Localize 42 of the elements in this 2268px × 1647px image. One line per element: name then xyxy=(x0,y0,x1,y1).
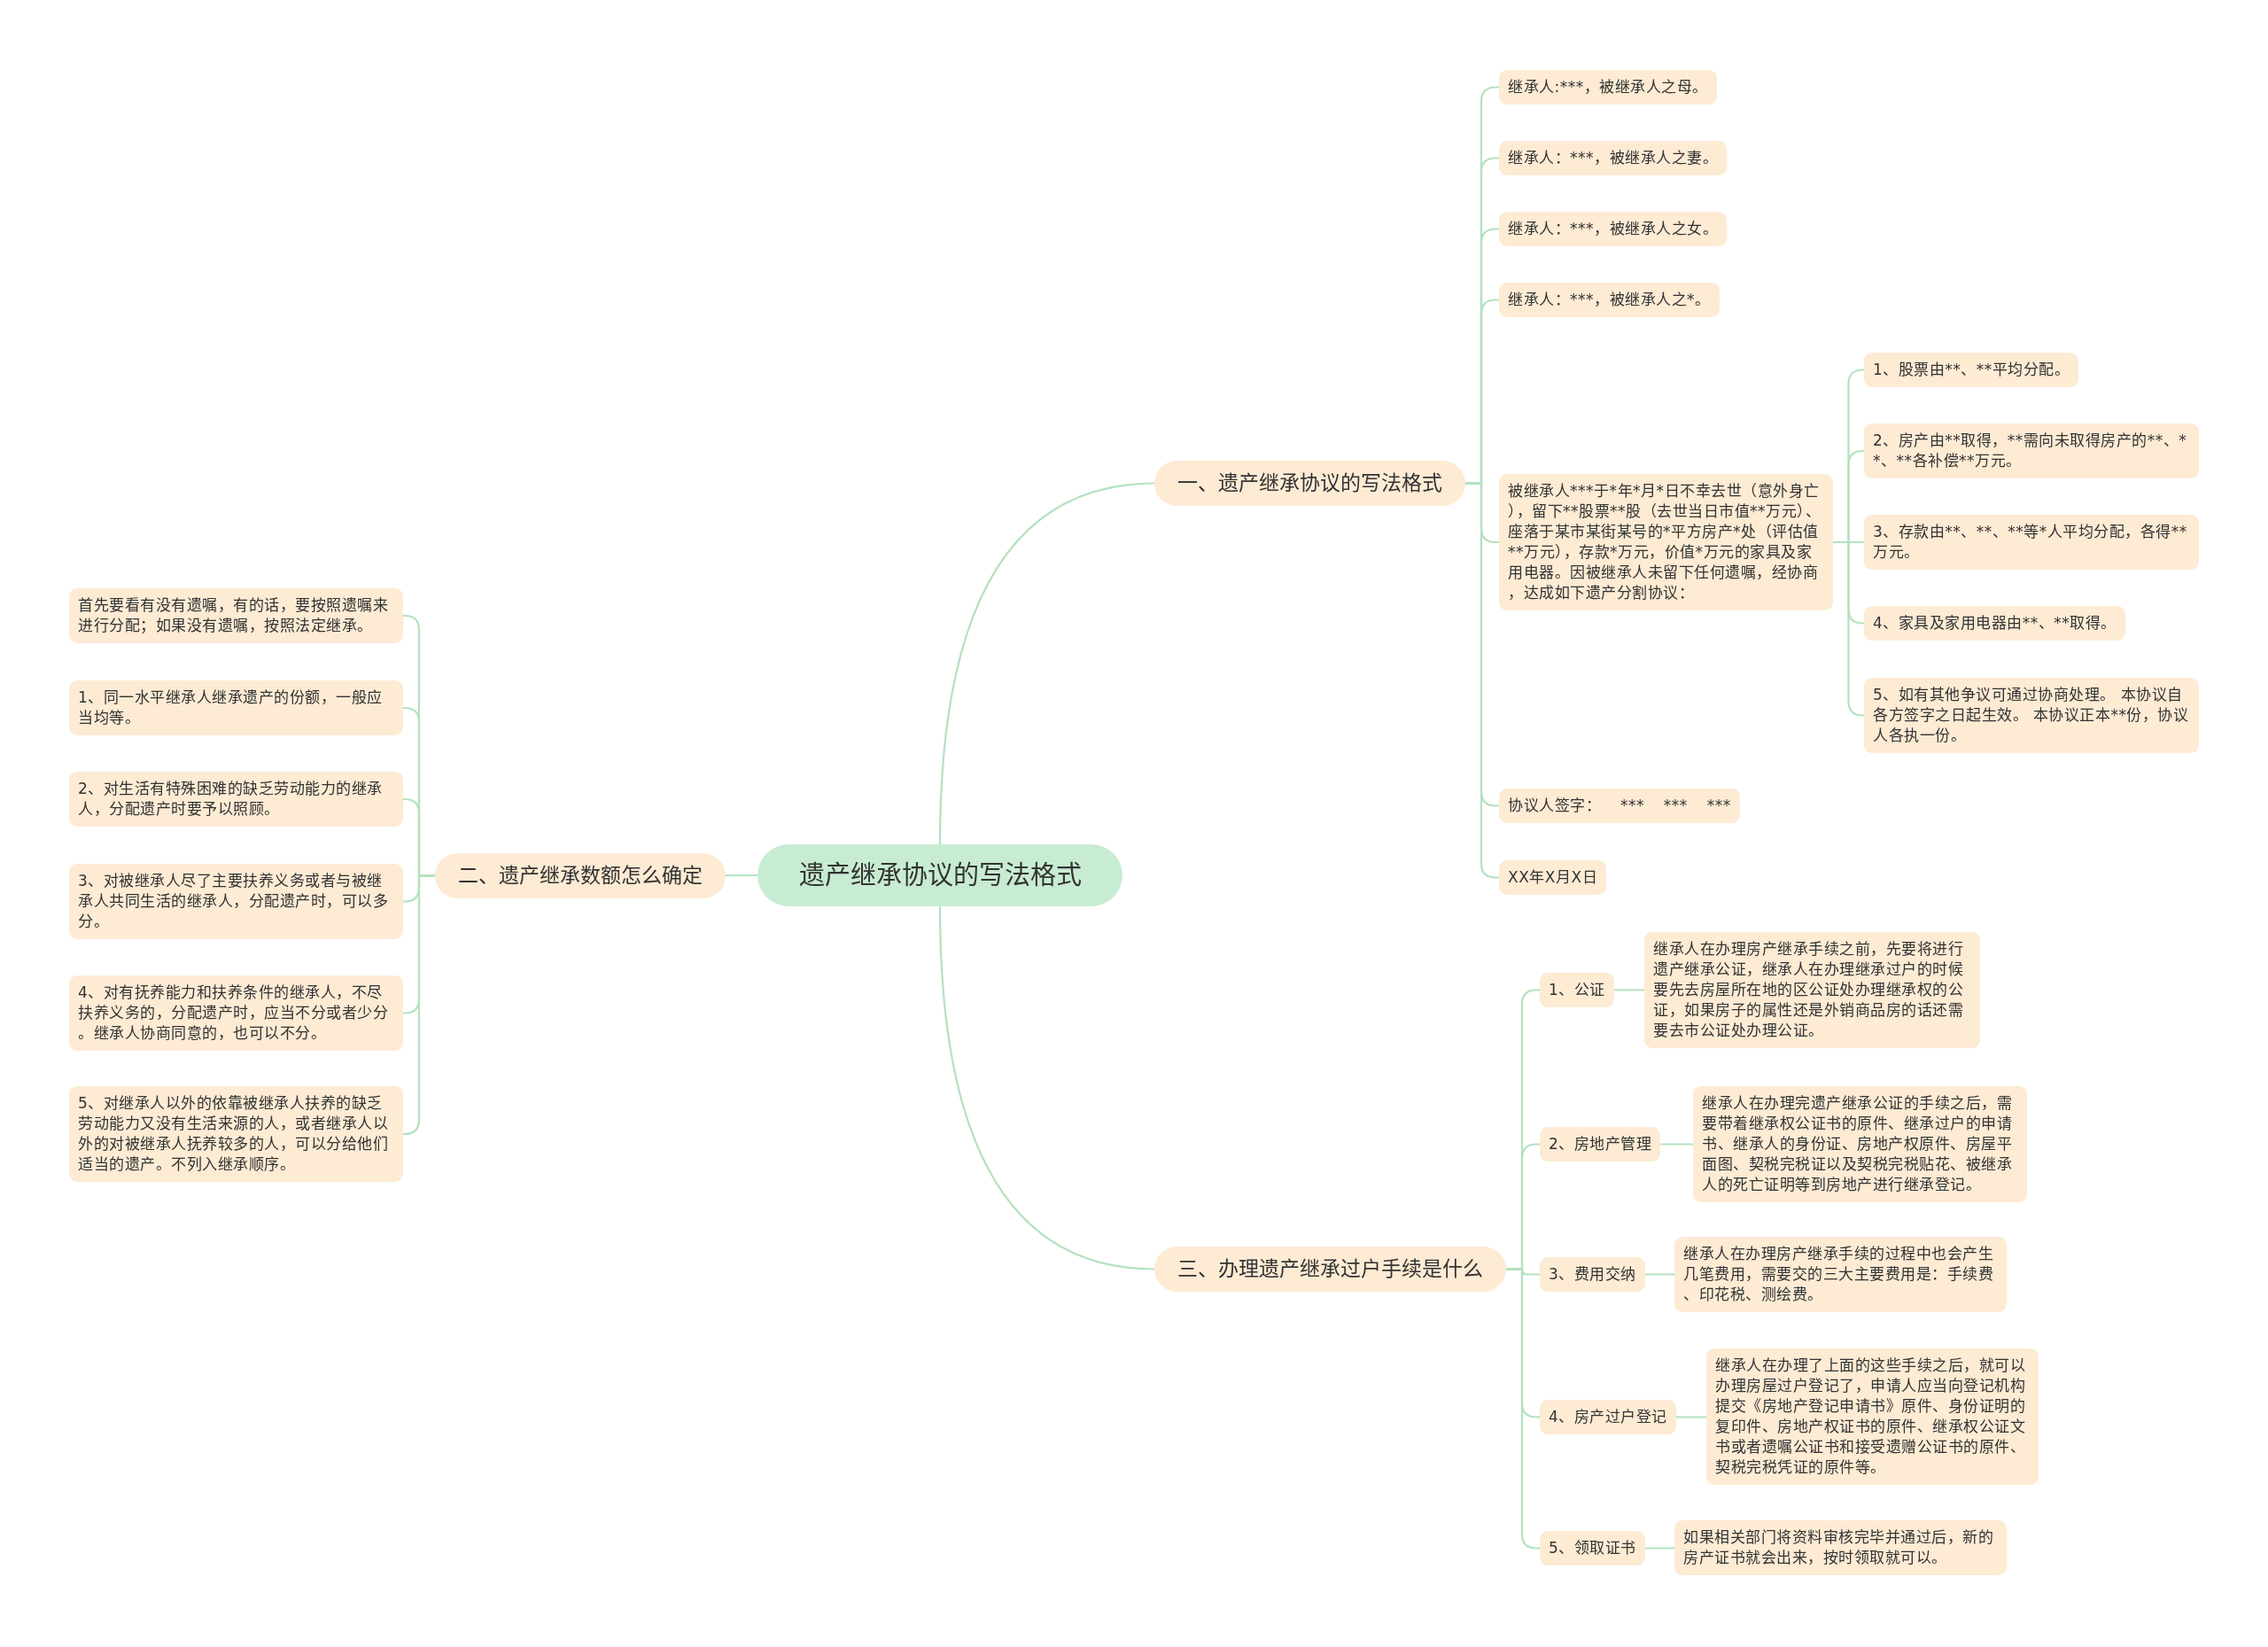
note-box: 继承人：***，被继承人之*。 xyxy=(1499,283,1720,317)
note-box: 继承人：***，被继承人之妻。 xyxy=(1499,141,1727,175)
connector-line xyxy=(938,905,1155,1270)
connector-line xyxy=(1660,1143,1693,1146)
note-box: 首先要看有没有遗嘱，有的话，要按照遗嘱来进行分配；如果没有遗嘱，按照法定继承。 xyxy=(69,588,403,643)
note-box: 5、对继承人以外的依靠被继承人扶养的缺乏劳动能力又没有生活来源的人，或者继承人以外的对被继承人抚养较多的人，可以分给他们适当的遗产。不列入继承顺序。 xyxy=(69,1086,403,1182)
note-box: 4、家具及家用电器由**、**取得。 xyxy=(1864,606,2125,641)
note-box: 1、公证 xyxy=(1540,973,1614,1007)
note-box: 继承人在办理完遗产继承公证的手续之后，需要带着继承权公证书的原件、继承过户的申请书、继承人的身份证、房地产权原件、房屋平面图、契税完税证以及契税完税贴花、被继承人的死亡证明等到房地产进行继承登记。 xyxy=(1693,1086,2027,1202)
note-box: 5、如有其他争议可通过协商处理。 本协议自各方签字之日起生效。 本协议正本**份，协议人各执一份。 xyxy=(1864,678,2199,753)
note-box: 被继承人***于*年*月*日不幸去世（意外身亡），留下**股票**股（去世当日市值**万元）、座落于某市某街某号的*平方房产*处（评估值**万元），存款*万元，价值*万元的家具及家用电器。因被继承人未留下任何遗嘱，经协商，达成如下遗产分割协议： xyxy=(1499,474,1833,610)
note-box: 继承人在办理房产继承手续的过程中也会产生几笔费用，需要交的三大主要费用是：手续费、印花税、测绘费。 xyxy=(1674,1237,2007,1312)
note-box: 继承人在办理房产继承手续之前，先要将进行遗产继承公证，继承人在办理继承过户的时候要先去房屋所在地的区公证处办理继承权的公证，如果房子的属性还是外销商品房的话还需要去市公证处办理公证。 xyxy=(1644,932,1980,1048)
connector-line xyxy=(938,482,1155,845)
note-box: 1、股票由**、**平均分配。 xyxy=(1864,353,2079,387)
note-box: 2、对生活有特殊困难的缺乏劳动能力的继承人，分配遗产时要予以照顾。 xyxy=(69,772,403,827)
note-box: 2、房产由**取得，**需向未取得房产的**、**、**各补偿**万元。 xyxy=(1864,423,2199,478)
topic-box: 一、遗产继承协议的写法格式 xyxy=(1154,461,1465,506)
topic-box: 三、办理遗产继承过户手续是什么 xyxy=(1154,1247,1506,1292)
note-box: 3、对被继承人尽了主要扶养义务或者与被继承人共同生活的继承人，分配遗产时，可以多分。 xyxy=(69,864,403,939)
central-topic: 遗产继承协议的写法格式 xyxy=(757,844,1122,906)
note-box: 2、房地产管理 xyxy=(1540,1127,1661,1161)
note-box: 继承人在办理了上面的这些手续之后，就可以办理房屋过户登记了，申请人应当向登记机构提交《房地产登记申请书》原件、身份证明的复印件、房地产权证书的原件、继承权公证文书或者遗嘱公证书和接受遗赠公证书的原件、契税完税凭证的原件等。 xyxy=(1706,1348,2039,1485)
note-box: XX年X月X日 xyxy=(1499,860,1607,895)
note-box: 5、领取证书 xyxy=(1540,1531,1645,1565)
connector-line xyxy=(1833,540,1865,717)
note-box: 4、对有抚养能力和扶养条件的继承人，不尽扶养义务的，分配遗产时，应当不分或者少分。继承人协商同意的，也可以不分。 xyxy=(69,975,403,1051)
connector-line xyxy=(1613,989,1644,991)
note-box: 3、存款由**、**、**等*人平均分配，各得**万元。 xyxy=(1864,515,2199,570)
note-box: 如果相关部门将资料审核完毕并通过后，新的房产证书就会出来，按时领取就可以。 xyxy=(1674,1520,2007,1575)
note-box: 3、费用交纳 xyxy=(1540,1257,1645,1292)
connector-line xyxy=(1644,1273,1674,1276)
connector-line xyxy=(1465,482,1499,879)
note-box: 继承人:***，被继承人之母。 xyxy=(1499,70,1717,105)
note-box: 4、房产过户登记 xyxy=(1540,1400,1676,1434)
connector-line xyxy=(1644,1547,1674,1550)
topic-box: 二、遗产继承数额怎么确定 xyxy=(435,853,726,898)
connector-line xyxy=(1675,1416,1706,1418)
note-box: 协议人签字： *** *** *** xyxy=(1499,789,1740,823)
note-box: 继承人：***，被继承人之女。 xyxy=(1499,212,1727,246)
note-box: 1、同一水平继承人继承遗产的份额，一般应当均等。 xyxy=(69,680,403,735)
connector-line xyxy=(726,874,757,877)
